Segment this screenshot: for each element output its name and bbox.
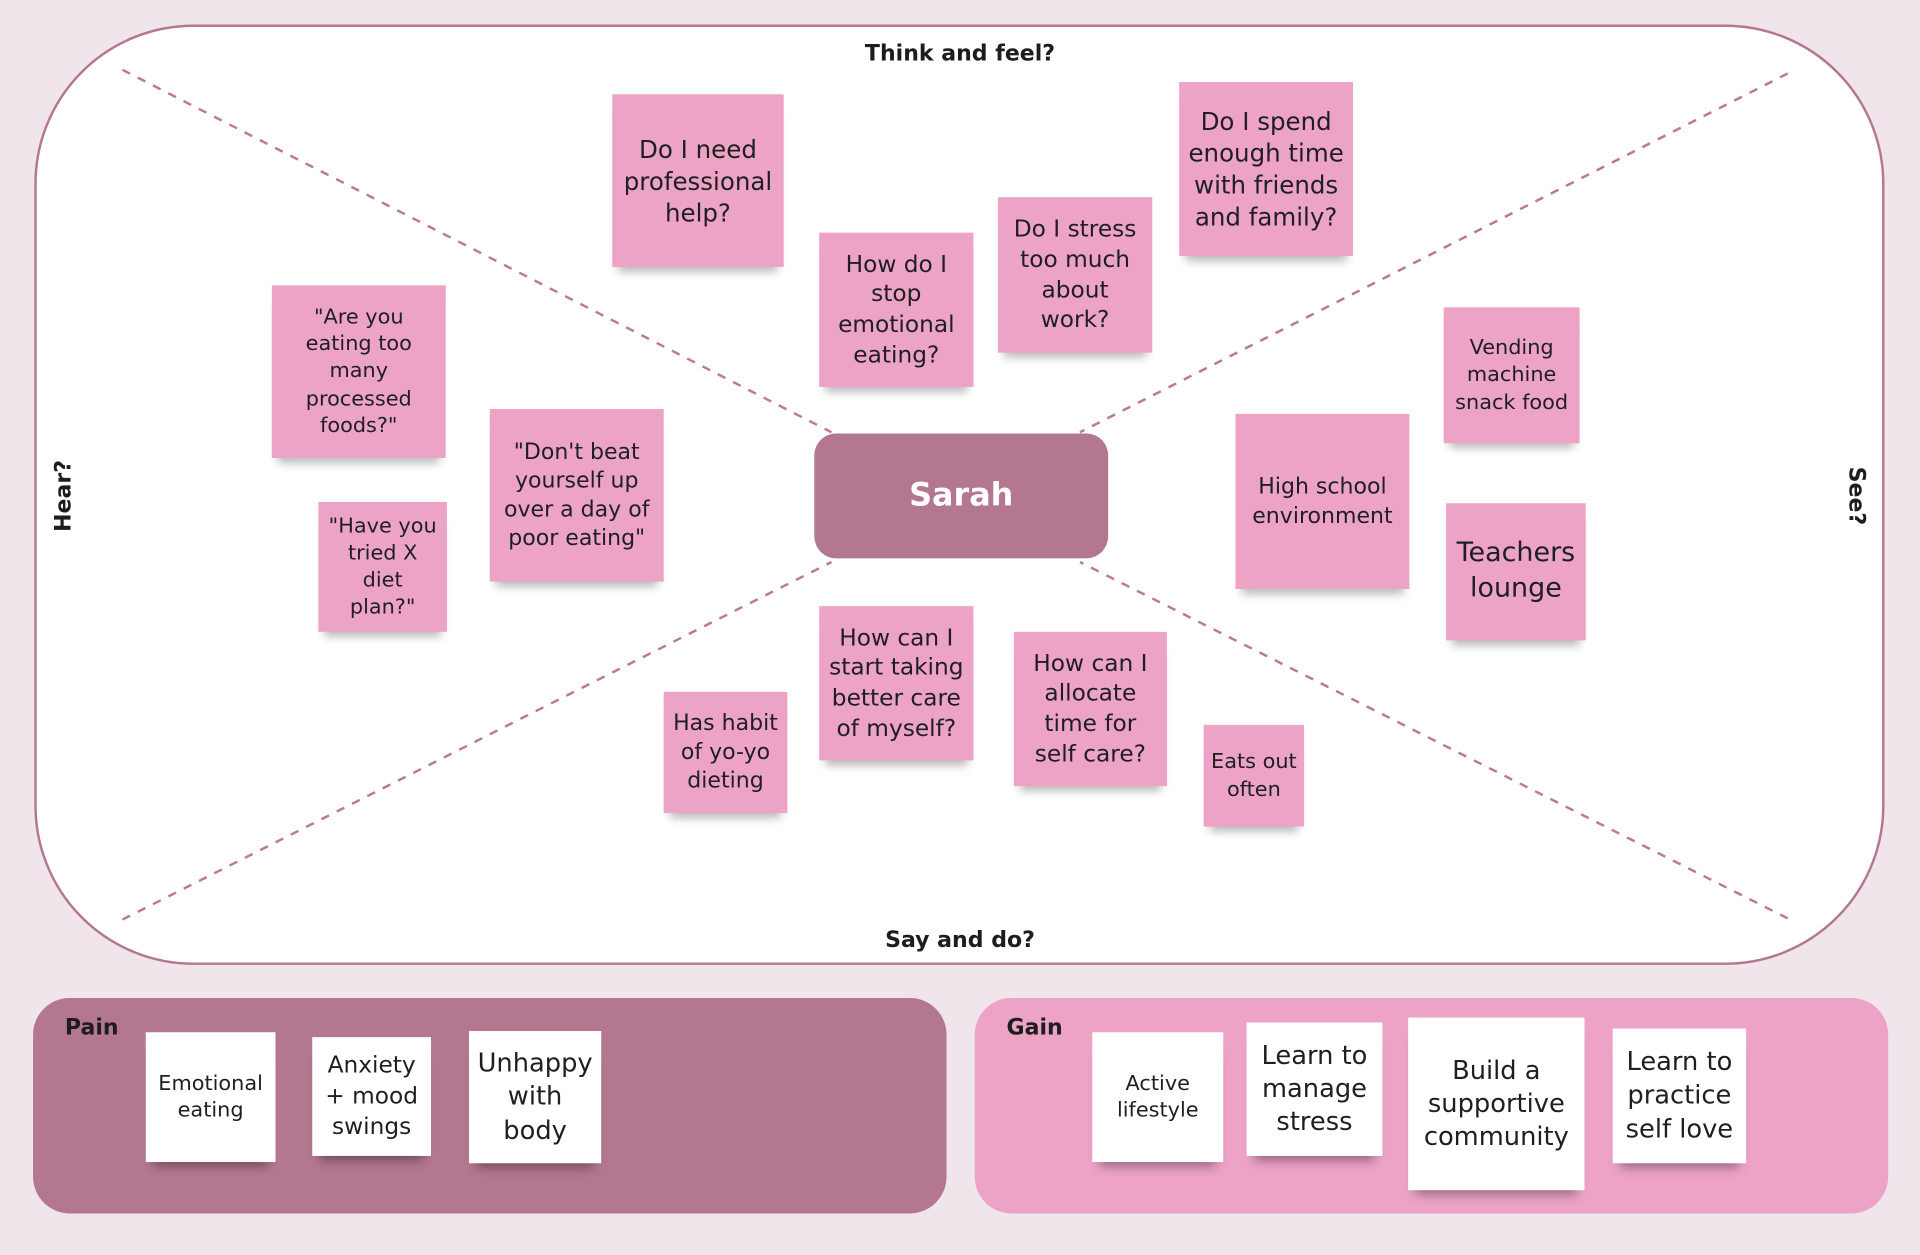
sticky-note[interactable]: "Have you tried X diet plan?"	[318, 502, 447, 632]
persona-node[interactable]: Sarah	[814, 433, 1109, 559]
sticky-note[interactable]: Vending machine snack food	[1443, 307, 1580, 444]
note-text: Learn to manage stress	[1261, 1040, 1368, 1137]
quadrant-label-hear: Hear?	[50, 459, 77, 532]
sticky-note[interactable]: How can I allocate time for self care?	[1013, 631, 1167, 787]
gain-title: Gain	[1006, 1015, 1063, 1041]
pain-note[interactable]: Emotional eating	[145, 1032, 276, 1163]
note-text: Vending machine snack food	[1455, 335, 1569, 415]
sticky-note[interactable]: "Are you eating too many processed foods…	[271, 285, 446, 458]
note-text: Learn to practice self love	[1625, 1046, 1734, 1144]
gain-note[interactable]: Learn to practice self love	[1612, 1028, 1747, 1164]
note-text: Eats out often	[1211, 749, 1297, 802]
gain-note[interactable]: Active lifestyle	[1092, 1032, 1224, 1163]
pain-title: Pain	[64, 1015, 119, 1041]
pain-note[interactable]: Unhappy with body	[468, 1031, 602, 1164]
note-text: Anxiety + mood swings	[325, 1052, 419, 1140]
pain-note[interactable]: Anxiety + mood swings	[312, 1037, 432, 1156]
note-text: Has habit of yo-yo dieting	[673, 710, 778, 794]
sticky-note[interactable]: Has habit of yo-yo dieting	[663, 691, 788, 814]
sticky-note[interactable]: Do I spend enough time with friends and …	[1179, 82, 1354, 256]
note-text: "Have you tried X diet plan?"	[328, 514, 437, 620]
note-text: Active lifestyle	[1116, 1071, 1199, 1123]
sticky-note[interactable]: High school environment	[1235, 413, 1410, 589]
sticky-note[interactable]: How do I stop emotional eating?	[819, 232, 974, 387]
note-text: How do I stop emotional eating?	[838, 250, 955, 369]
quadrant-label-say-do: Say and do?	[885, 927, 1035, 954]
note-text: High school environment	[1252, 474, 1393, 529]
note-text: Emotional eating	[158, 1071, 263, 1123]
note-text: Teachers lounge	[1456, 538, 1576, 604]
gain-note[interactable]: Build a supportive community	[1408, 1017, 1585, 1191]
note-text: Do I spend enough time with friends and …	[1188, 106, 1344, 232]
sticky-note[interactable]: Do I need professional help?	[612, 94, 784, 267]
sticky-note[interactable]: Teachers lounge	[1446, 503, 1586, 641]
note-text: How can I start taking better care of my…	[829, 624, 964, 742]
note-text: Do I need professional help?	[623, 134, 773, 228]
sticky-note[interactable]: "Don't beat yourself up over a day of po…	[489, 408, 664, 582]
note-text: "Don't beat yourself up over a day of po…	[503, 439, 650, 551]
quadrant-label-see: See?	[1843, 466, 1870, 526]
sticky-note[interactable]: How can I start taking better care of my…	[819, 606, 974, 761]
sticky-note[interactable]: Do I stress too much about work?	[997, 197, 1153, 353]
note-text: "Are you eating too many processed foods…	[305, 305, 412, 438]
sticky-note[interactable]: Eats out often	[1203, 724, 1305, 827]
persona-name: Sarah	[909, 477, 1014, 515]
quadrant-label-think-feel: Think and feel?	[864, 41, 1056, 67]
note-text: Build a supportive community	[1423, 1054, 1569, 1152]
note-text: Unhappy with body	[477, 1048, 593, 1145]
note-text: How can I allocate time for self care?	[1033, 649, 1148, 768]
gain-note[interactable]: Learn to manage stress	[1246, 1022, 1383, 1156]
note-text: Do I stress too much about work?	[1013, 215, 1137, 334]
